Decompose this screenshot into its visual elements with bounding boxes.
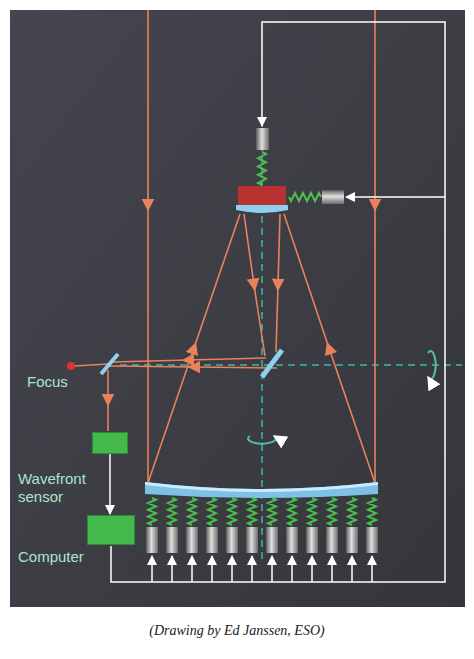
optical-axis — [120, 120, 462, 560]
actuator-wire — [311, 556, 313, 582]
actuator-cylinder — [266, 527, 278, 553]
light-ray — [74, 10, 375, 483]
actuator-spring — [148, 498, 156, 525]
control-wire — [111, 22, 445, 582]
actuator-wire — [151, 556, 153, 582]
primary-mirror — [145, 482, 378, 498]
actuator-cylinder — [166, 527, 178, 553]
rotation-arrow — [248, 351, 436, 444]
actuator-cylinder — [366, 527, 378, 553]
fold-mirror — [101, 354, 118, 374]
box-label: Wavefront sensor — [18, 470, 102, 506]
actuator-wire — [371, 556, 373, 582]
actuator-cylinder — [146, 527, 158, 553]
actuator-spring — [208, 498, 216, 525]
actuator-cylinder — [186, 527, 198, 553]
actuator-spring — [268, 498, 276, 525]
focus-label: Focus — [27, 373, 68, 391]
actuator-spring — [328, 498, 336, 525]
actuator-wire — [171, 556, 173, 582]
dark-panel — [10, 10, 465, 607]
tertiary-mirror — [262, 350, 282, 377]
actuator-spring — [368, 498, 376, 525]
actuator-spring — [348, 498, 356, 525]
actuator-wire — [231, 556, 233, 582]
green-box: Computer — [87, 515, 135, 545]
focus-point — [67, 362, 75, 370]
actuator-spring — [288, 498, 296, 525]
actuator-spring — [188, 498, 196, 525]
actuator-spring — [228, 498, 236, 525]
actuator-wire — [271, 556, 273, 582]
actuator-wire — [251, 556, 253, 582]
actuator-spring — [258, 152, 266, 185]
actuator-cylinder — [206, 527, 218, 553]
actuator-wire — [291, 556, 293, 582]
actuator-spring — [289, 193, 321, 201]
secondary-mirror — [236, 128, 344, 213]
actuator-cylinder — [306, 527, 318, 553]
box-fill — [87, 515, 135, 545]
actuator-spring — [248, 498, 256, 525]
actuator-wire — [331, 556, 333, 582]
actuator-springs — [146, 152, 378, 582]
signal-arrow — [109, 454, 111, 514]
caption: (Drawing by Ed Janssen, ESO) — [0, 623, 474, 639]
actuator-wire — [351, 556, 353, 582]
green-box: Wavefront sensor — [92, 432, 128, 454]
actuator-spring — [168, 498, 176, 525]
actuator-spring — [308, 498, 316, 525]
actuator-cylinder — [246, 527, 258, 553]
actuator-cylinder — [346, 527, 358, 553]
actuator-wire — [211, 556, 213, 582]
actuator-cylinder — [326, 527, 338, 553]
actuator-cylinder — [286, 527, 298, 553]
actuator-wire — [191, 556, 193, 582]
actuator-cylinder — [226, 527, 238, 553]
box-label: Computer — [18, 548, 98, 566]
box-fill — [92, 432, 128, 454]
